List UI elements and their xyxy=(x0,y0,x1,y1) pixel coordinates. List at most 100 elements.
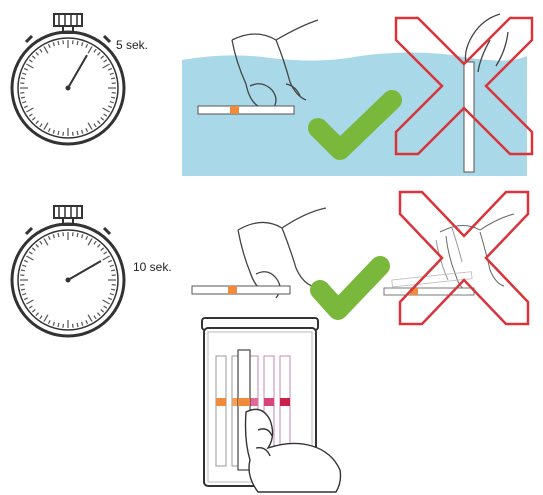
stopwatch-tick xyxy=(44,315,48,322)
stopwatch-tick xyxy=(36,313,39,316)
stopwatch-tick xyxy=(44,123,48,130)
stopwatch-tick xyxy=(97,121,100,124)
stopwatch-tick xyxy=(108,260,112,262)
stopwatch-tick xyxy=(29,60,32,62)
stopwatch-tick xyxy=(21,97,25,98)
stopwatch-tick xyxy=(29,114,32,116)
stopwatch-tick xyxy=(103,256,110,260)
stopwatch-tick xyxy=(48,320,50,324)
stopwatch-tick xyxy=(101,309,104,312)
stopwatch-tick xyxy=(48,44,50,48)
stopwatch-tick xyxy=(36,244,39,247)
stopwatch-icon xyxy=(12,206,124,336)
stopwatch-tick xyxy=(77,323,78,327)
stopwatch-tick xyxy=(82,234,83,238)
stopwatch-tick xyxy=(111,97,115,98)
stopwatch-tick xyxy=(86,320,88,324)
stopwatch-tick xyxy=(97,244,100,247)
timer-label-2: 10 sek. xyxy=(133,260,172,274)
stopwatch-tick xyxy=(110,265,114,266)
stopwatch-tick xyxy=(44,46,48,53)
stopwatch-tick xyxy=(32,248,35,251)
stopwatch-tick xyxy=(26,256,33,260)
stopwatch-tick xyxy=(53,234,54,238)
stopwatch-tick xyxy=(104,114,107,116)
stopwatch-tick xyxy=(94,316,96,319)
stopwatch-tick xyxy=(21,78,25,79)
stopwatch-tick xyxy=(53,130,54,134)
stopwatch-hand xyxy=(68,261,101,280)
stopwatch-tick xyxy=(40,49,42,52)
stopwatch-tick xyxy=(32,56,35,59)
stopwatch-tick xyxy=(101,117,104,120)
stopwatch-tick xyxy=(77,41,78,45)
stopwatch-tick xyxy=(101,56,104,59)
stopwatch-tick xyxy=(103,300,110,304)
stopwatch-tick xyxy=(21,270,25,271)
stopwatch-tick xyxy=(104,252,107,254)
stopwatch-tick xyxy=(58,41,59,45)
stopwatch-tick xyxy=(40,241,42,244)
stopwatch-tick xyxy=(110,73,114,74)
stopwatch-tick xyxy=(94,49,96,52)
stopwatch-tick xyxy=(88,315,92,322)
cross-icon xyxy=(400,192,528,324)
stopwatch-tick xyxy=(77,233,78,237)
stopwatch-tick xyxy=(22,73,26,74)
stopwatch-hand xyxy=(68,55,87,88)
stopwatch-tick xyxy=(53,42,54,46)
stopwatch-tick xyxy=(24,260,28,262)
stopwatch-tick xyxy=(32,309,35,312)
stopwatch-tick xyxy=(48,236,50,240)
stopwatch-tick xyxy=(58,131,59,135)
stopwatch-tick xyxy=(103,64,110,68)
stopwatch-tick xyxy=(110,294,114,295)
stopwatch-tick xyxy=(22,294,26,295)
stopwatch-tick xyxy=(21,289,25,290)
stopwatch-tick xyxy=(53,322,54,326)
stopwatch-tick xyxy=(58,323,59,327)
stopwatch-tick xyxy=(29,252,32,254)
stopwatch-tick xyxy=(29,306,32,308)
timer-label-1: 5 sek. xyxy=(116,38,148,52)
stopwatch-tick xyxy=(86,128,88,132)
stopwatch-tick xyxy=(88,123,92,130)
test-strip-icon xyxy=(198,106,294,114)
stopwatch-icon xyxy=(12,14,124,144)
stopwatch-tick xyxy=(24,68,28,70)
stopwatch-tick xyxy=(101,248,104,251)
stopwatch-tick xyxy=(82,42,83,46)
stopwatch-tick xyxy=(26,64,33,68)
stopwatch-tick xyxy=(88,238,92,245)
stopwatch-tick xyxy=(108,106,112,108)
stopwatch-tick xyxy=(104,60,107,62)
stopwatch-tick xyxy=(82,130,83,134)
stopwatch-tick xyxy=(40,124,42,127)
stopwatch-tick xyxy=(22,102,26,103)
stopwatch-tick xyxy=(44,238,48,245)
stopwatch-tick xyxy=(88,46,92,53)
stopwatch-tick xyxy=(24,106,28,108)
checkmark-icon xyxy=(320,266,380,310)
stopwatch-tick xyxy=(94,241,96,244)
stopwatch-tick xyxy=(103,108,110,112)
stopwatch-tick xyxy=(32,117,35,120)
stopwatch-tick xyxy=(86,44,88,48)
stopwatch-tick xyxy=(86,236,88,240)
stopwatch-tick xyxy=(58,233,59,237)
test-strip-icon xyxy=(192,286,290,294)
stopwatch-tick xyxy=(111,78,115,79)
stopwatch-tick xyxy=(94,124,96,127)
stopwatch-tick xyxy=(82,322,83,326)
stopwatch-tick xyxy=(22,265,26,266)
stopwatch-tick xyxy=(40,316,42,319)
stopwatch-tick xyxy=(77,131,78,135)
stopwatch-tick xyxy=(97,52,100,55)
stopwatch-tick xyxy=(110,102,114,103)
stopwatch-tick xyxy=(24,298,28,300)
stopwatch-tick xyxy=(48,128,50,132)
stopwatch-tick xyxy=(104,306,107,308)
stopwatch-tick xyxy=(108,298,112,300)
stopwatch-tick xyxy=(97,313,100,316)
